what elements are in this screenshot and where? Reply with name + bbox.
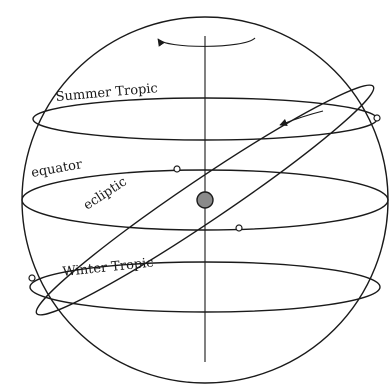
equinox-point-right	[236, 225, 242, 231]
earth	[197, 192, 213, 208]
rotation-arrow	[158, 38, 255, 46]
equinox-point-left	[174, 166, 180, 172]
ecliptic-label: ecliptic	[81, 174, 130, 213]
summer-solstice-point	[374, 115, 380, 121]
winter-tropic-label: Winter Tropic	[62, 256, 154, 280]
winter-solstice-point	[29, 275, 35, 281]
ecliptic-direction-arrow	[280, 111, 323, 125]
equator-label: equator	[30, 157, 84, 181]
